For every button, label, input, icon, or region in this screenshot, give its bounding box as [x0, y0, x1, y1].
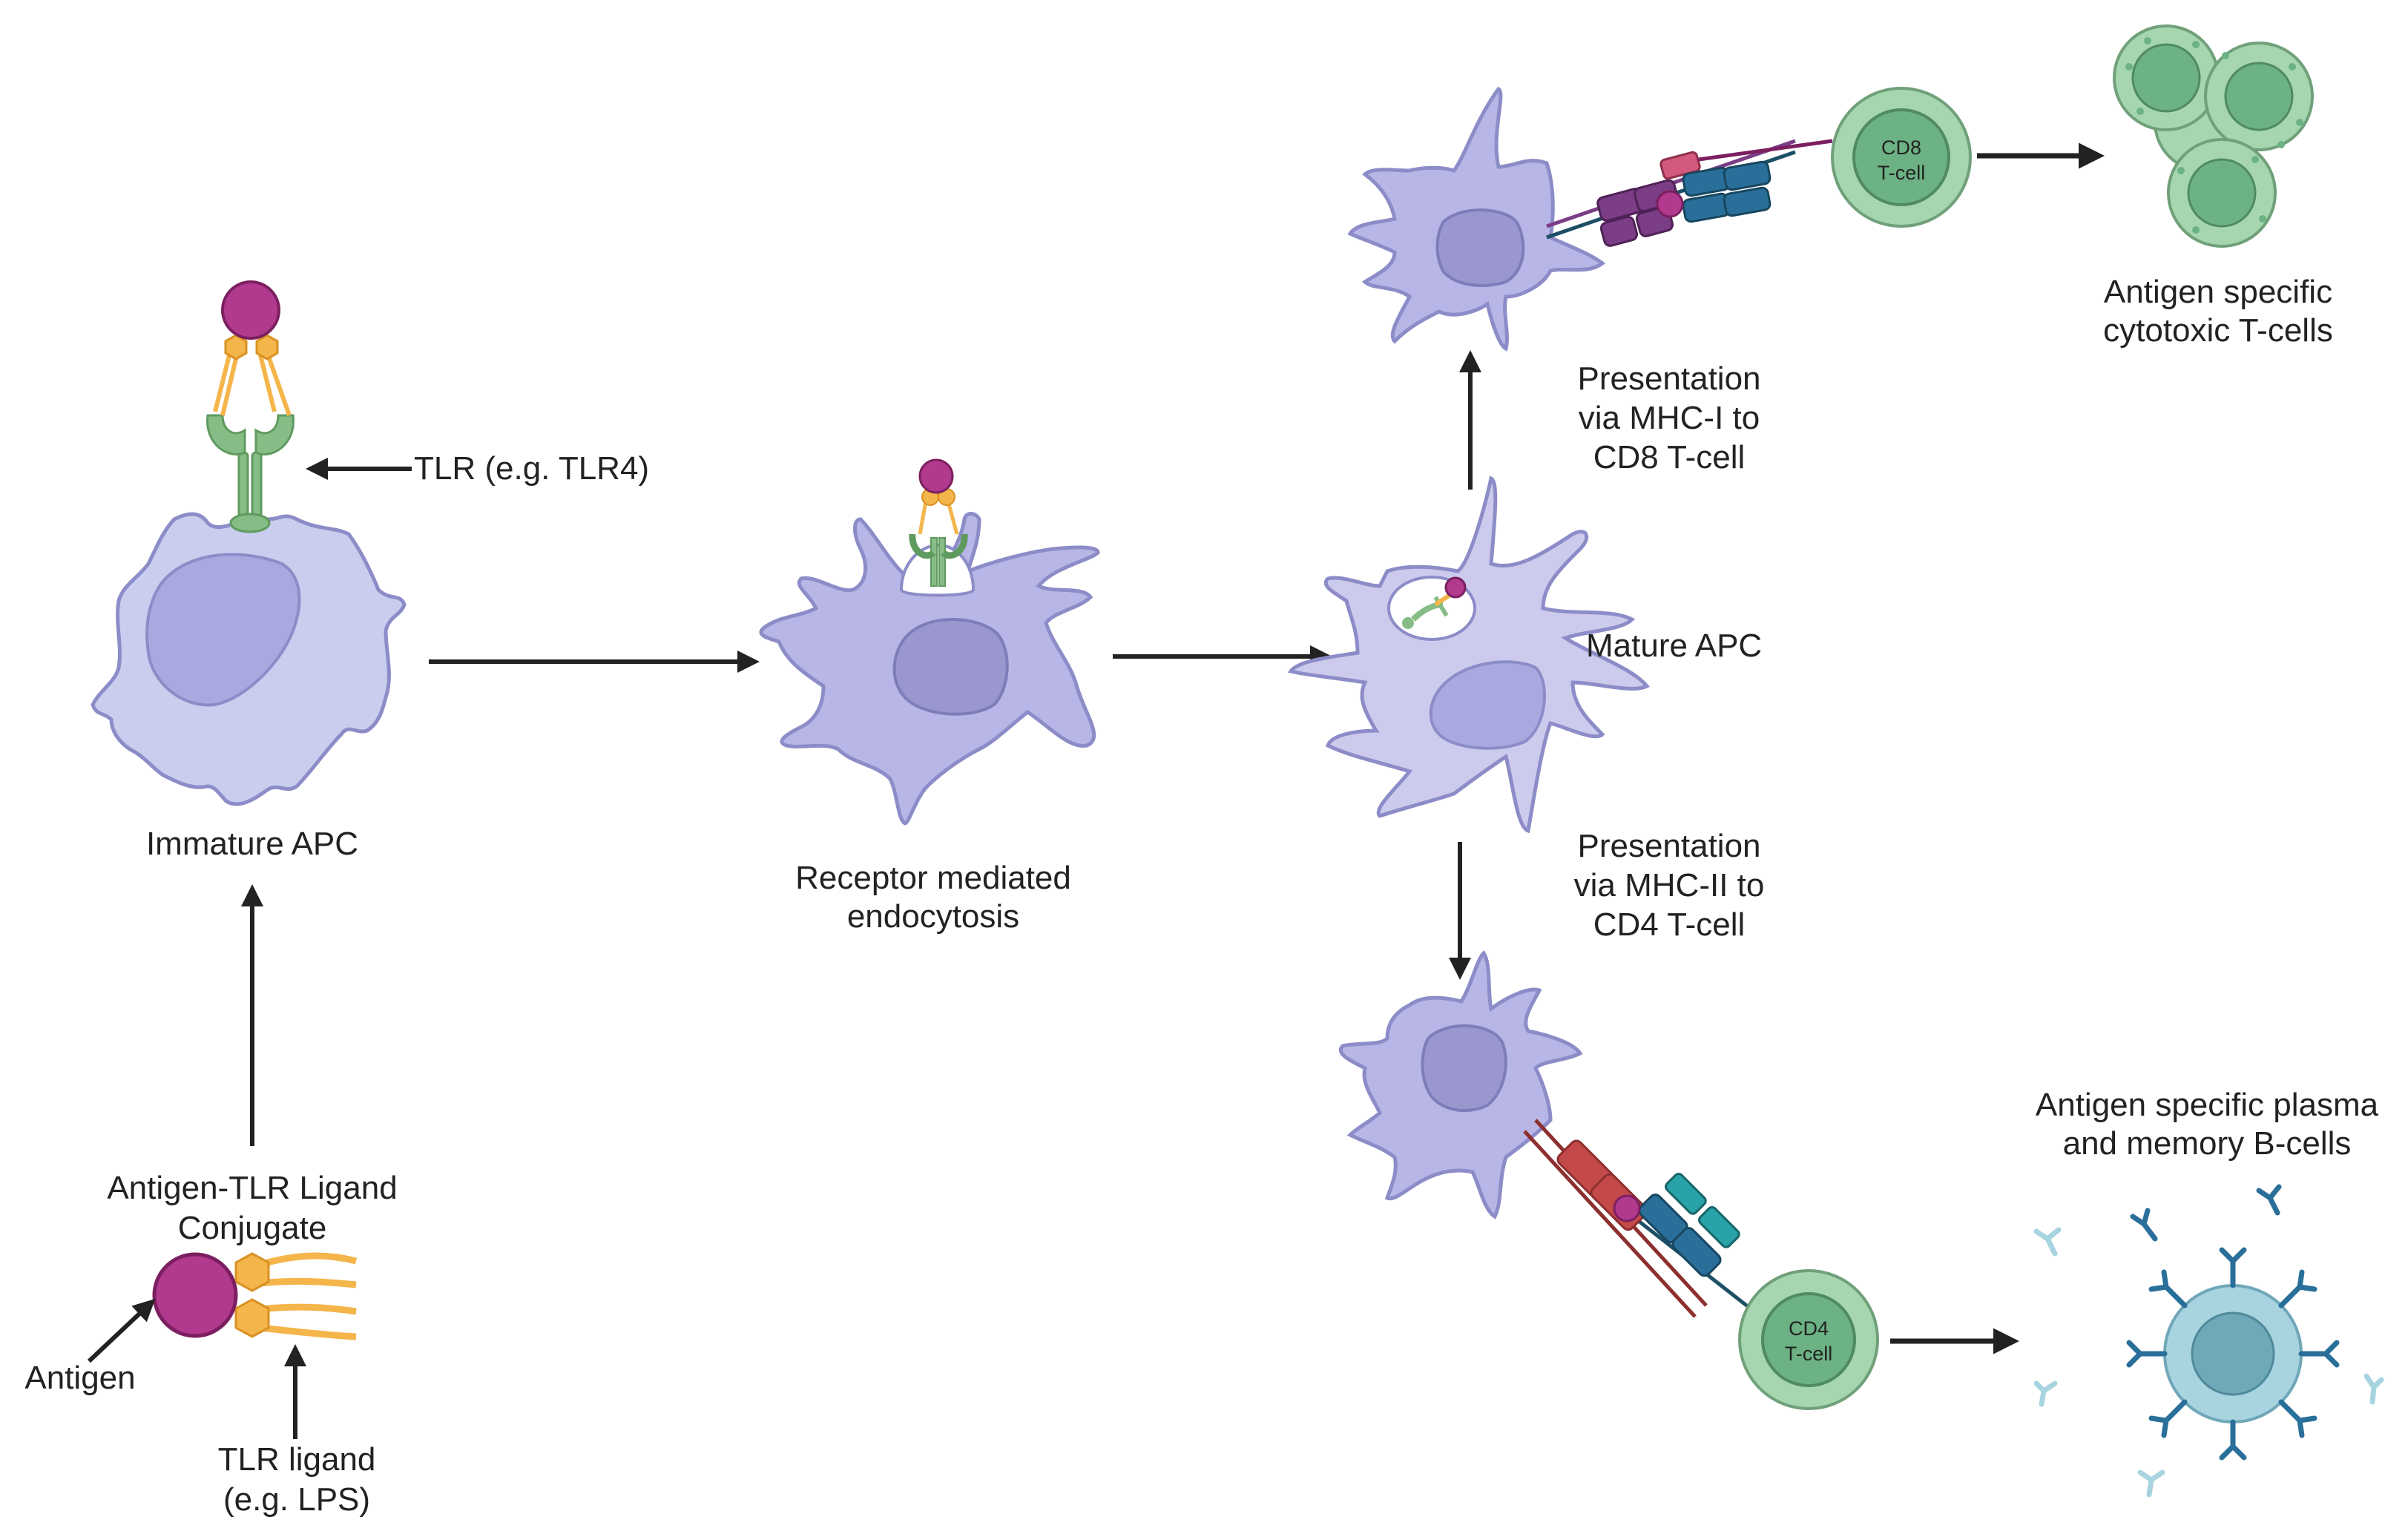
- immature-apc-cell: [91, 512, 407, 806]
- mhc2-label-line3: CD4 T-cell: [1593, 906, 1746, 943]
- cd4-label-line2: T-cell: [1785, 1343, 1833, 1365]
- conjugate-label-line2: Conjugate: [178, 1210, 327, 1246]
- bcell-label-line2: and memory B-cells: [2063, 1125, 2352, 1162]
- tlr-label: TLR (e.g. TLR4): [414, 450, 649, 487]
- antigen-pointer-arrow: [87, 1298, 156, 1363]
- mature-apc-label: Mature APC: [1586, 628, 1762, 664]
- cd8-t-cell: CD8 T-cell: [1831, 87, 1972, 228]
- mature-apc-cell: [1287, 475, 1650, 834]
- mhc1-label-line3: CD8 T-cell: [1593, 439, 1746, 475]
- b-cell: [2033, 1184, 2384, 1498]
- tlr-ligand-label-line1: TLR ligand: [218, 1441, 376, 1478]
- cd4-label-line1: CD4: [1789, 1317, 1829, 1340]
- mhc1-label-line2: via MHC-I to: [1579, 400, 1760, 436]
- cytotoxic-t-cells: [2113, 24, 2314, 248]
- antigen-tlr-conjugate: [152, 1252, 358, 1340]
- endocytosis-label-line2: endocytosis: [847, 898, 1019, 935]
- endocytosis-apc-cell: [759, 458, 1100, 826]
- tlr-ligand-label-line2: (e.g. LPS): [223, 1481, 370, 1518]
- mhc1-label-line1: Presentation: [1577, 361, 1760, 397]
- endocytosis-label-line1: Receptor mediated: [795, 860, 1071, 896]
- bcell-label-line1: Antigen specific plasma: [2036, 1087, 2379, 1123]
- mhc2-label-line1: Presentation: [1577, 828, 1760, 864]
- apc-mhc2-cell: [1339, 950, 1767, 1322]
- mhc2-label-line2: via MHC-II to: [1574, 867, 1765, 903]
- cd8-label-line2: T-cell: [1878, 162, 1926, 184]
- ctl-label-line2: cytotoxic T-cells: [2103, 312, 2333, 349]
- antigen-label: Antigen: [24, 1360, 135, 1396]
- cd8-label-line1: CD8: [1881, 136, 1921, 159]
- immature-apc-label: Immature APC: [146, 826, 358, 862]
- apc-mhc1-cell: [1347, 86, 1833, 352]
- tlr-receptor-top: [206, 280, 295, 533]
- ctl-label-line1: Antigen specific: [2104, 274, 2332, 310]
- conjugate-label-line1: Antigen-TLR Ligand: [107, 1170, 397, 1206]
- cd4-t-cell: CD4 T-cell: [1738, 1269, 1879, 1410]
